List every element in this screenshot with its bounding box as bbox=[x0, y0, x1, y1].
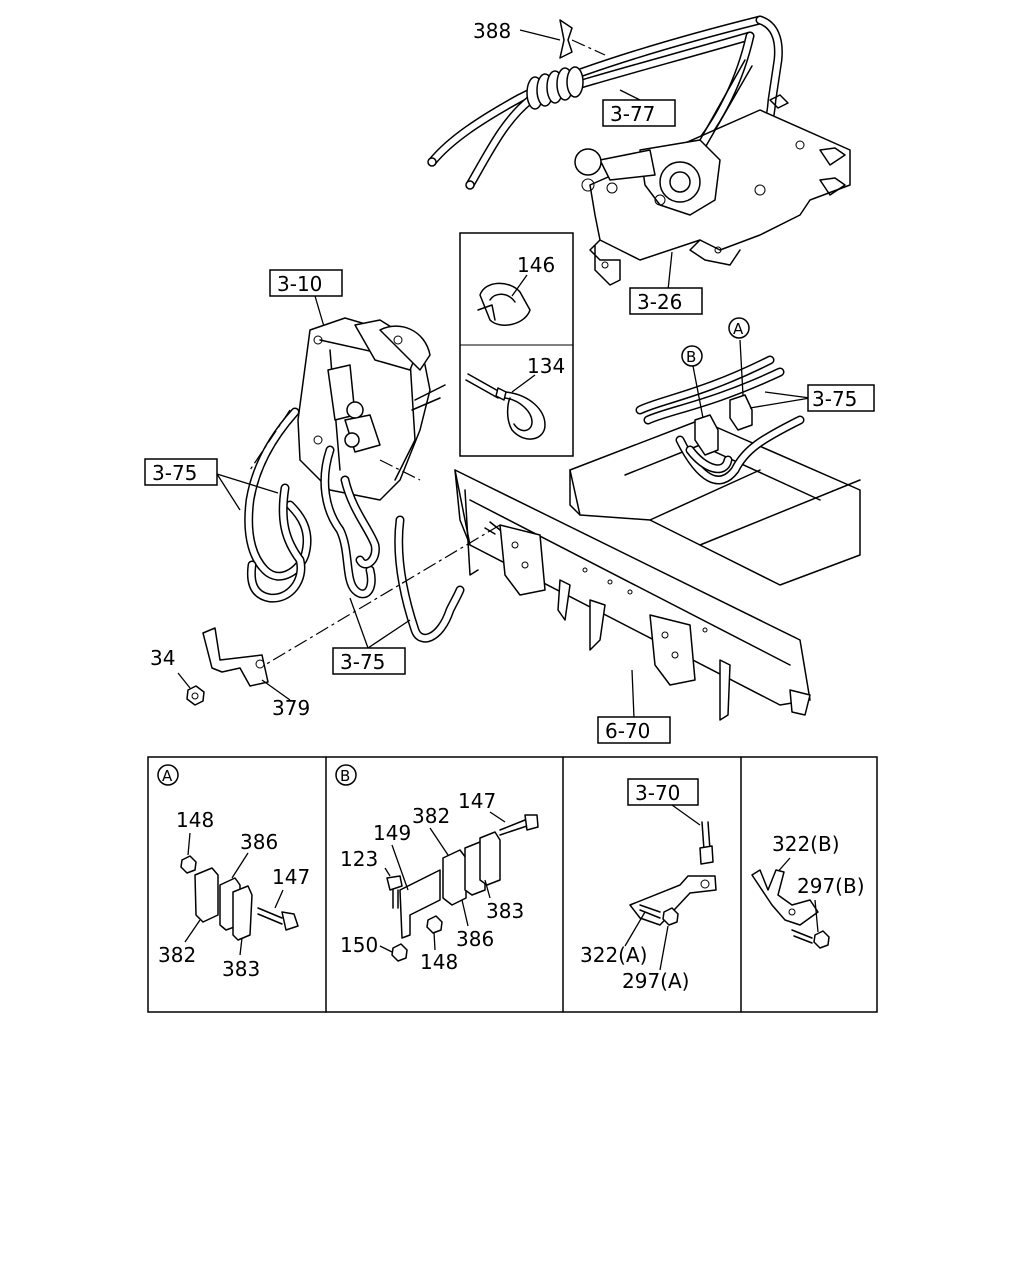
hose-assembly bbox=[427, 15, 783, 195]
clip-388: 388 bbox=[473, 19, 606, 59]
detail-a-147: 147 bbox=[272, 865, 310, 889]
ref-3-10: 3-10 bbox=[277, 272, 322, 296]
detail-d-297b: 297(B) bbox=[797, 874, 865, 898]
detail-panels bbox=[147, 756, 878, 1013]
ref-134: 134 bbox=[527, 354, 565, 378]
detail-a-382: 382 bbox=[158, 943, 196, 967]
ref-box-3-77: 3-77 bbox=[602, 89, 676, 127]
detail-b-383: 383 bbox=[486, 899, 524, 923]
clamp-146 bbox=[477, 282, 531, 326]
callout-a-letter: A bbox=[733, 320, 744, 338]
detail-a-383: 383 bbox=[222, 957, 260, 981]
detail-d-322b: 322(B) bbox=[772, 832, 840, 856]
detail-a-marker: A bbox=[162, 767, 173, 785]
detail-b-150: 150 bbox=[340, 933, 378, 957]
ref-34: 34 bbox=[150, 646, 175, 670]
detail-a-386: 386 bbox=[240, 830, 278, 854]
assembly-centerline bbox=[247, 524, 501, 676]
ref-379: 379 bbox=[272, 696, 310, 720]
detail-a-148: 148 bbox=[176, 808, 214, 832]
ref-box-3-75-left bbox=[144, 458, 218, 486]
ref-3-26: 3-26 bbox=[637, 290, 682, 314]
inset-clips: 146 134 bbox=[459, 232, 574, 457]
detail-c-322a: 322(A) bbox=[580, 943, 647, 967]
pedal-assembly: 3-10 bbox=[269, 269, 446, 501]
ref-3-75-left: 3-75 bbox=[152, 461, 197, 485]
callout-circle-a bbox=[728, 317, 750, 339]
ref-388: 388 bbox=[473, 19, 511, 43]
frame-crossmember: 6-70 bbox=[454, 469, 811, 744]
hose-sleeve bbox=[526, 66, 584, 110]
detail-c: 3-70 322(A) 297(A) bbox=[580, 778, 717, 993]
ref-box-3-75-right bbox=[807, 384, 875, 412]
detail-b-149: 149 bbox=[373, 821, 411, 845]
tie-strap-134 bbox=[465, 373, 546, 440]
bracket-379: 379 bbox=[202, 627, 310, 720]
ref-146: 146 bbox=[517, 253, 555, 277]
detail-d: 322(B) 297(B) bbox=[751, 832, 865, 949]
detail-c-3-70: 3-70 bbox=[635, 781, 680, 805]
brake-pipes bbox=[244, 407, 465, 643]
detail-c-297a: 297(A) bbox=[622, 969, 689, 993]
ref-6-70: 6-70 bbox=[605, 719, 650, 743]
detail-b: B 382 147 149 123 383 386 150 148 bbox=[335, 764, 539, 974]
nut-34: 34 bbox=[150, 646, 205, 706]
callout-circle-b bbox=[681, 345, 703, 367]
pipe-clips-right bbox=[635, 339, 811, 485]
ref-3-75-right: 3-75 bbox=[812, 387, 857, 411]
detail-b-148: 148 bbox=[420, 950, 458, 974]
detail-b-147: 147 bbox=[458, 789, 496, 813]
ref-3-77: 3-77 bbox=[610, 102, 655, 126]
detail-b-123: 123 bbox=[340, 847, 378, 871]
detail-b-marker: B bbox=[340, 767, 350, 785]
detail-a: A 148 386 147 382 383 bbox=[157, 764, 310, 981]
ref-3-75-bottom: 3-75 bbox=[340, 650, 385, 674]
callout-b-letter: B bbox=[686, 348, 696, 366]
detail-b-382: 382 bbox=[412, 804, 450, 828]
detail-b-386: 386 bbox=[456, 927, 494, 951]
valve-bracket-assembly: 3-26 bbox=[574, 59, 851, 315]
